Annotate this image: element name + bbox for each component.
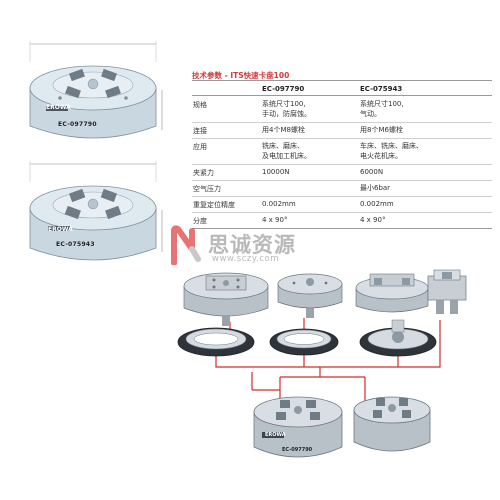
cell-col2: 系统尺寸100,气动。	[360, 100, 404, 118]
row-label: 重复定位精度	[193, 201, 235, 209]
cell-col2: 最小6bar	[360, 184, 391, 192]
adapter-block	[427, 269, 467, 314]
chuck-top-2	[277, 273, 343, 318]
watermark-logo-icon	[170, 225, 204, 265]
cell-col1: 4 x 90°	[262, 216, 288, 224]
cell-col1: 0.002mm	[262, 200, 296, 208]
product-collage	[170, 262, 495, 497]
chuck-bottom-1	[253, 396, 343, 458]
brand-label-top: EROWA	[46, 104, 71, 111]
ring-3	[359, 319, 437, 357]
watermark-url: www.sczy.com	[212, 254, 280, 264]
brand-label-bottom: EROWA	[48, 226, 73, 233]
spec-title: 技术参数 - ITS快速卡盘100	[192, 71, 290, 80]
watermark-text: 思诚资源	[208, 233, 296, 257]
table-rule	[192, 228, 492, 229]
product-code-bottom: EC-075943	[56, 241, 95, 248]
ring-2	[269, 328, 339, 356]
row-label: 分度	[193, 217, 207, 225]
table-rule	[192, 212, 492, 213]
row-label: 连接	[193, 127, 207, 135]
brand-label-photo: EROWA	[265, 432, 286, 438]
row-label: 应用	[193, 143, 207, 151]
table-rule	[192, 95, 492, 96]
row-label: 夹紧力	[193, 169, 214, 177]
cell-col2: 4 x 90°	[360, 216, 386, 224]
cell-col2: 0.002mm	[360, 200, 394, 208]
table-rule	[192, 122, 492, 123]
table-rule	[192, 138, 492, 139]
cell-col2: 用8个M6螺栓	[360, 126, 403, 134]
cell-col2: 车床、铣床、磨床、电火花机床。	[360, 142, 423, 160]
table-rule	[192, 80, 492, 81]
chuck-bottom-2	[353, 396, 431, 452]
chuck-pneumatic-illustration	[10, 152, 180, 272]
ring-1	[177, 327, 255, 357]
chuck-manual-illustration	[10, 38, 180, 153]
cell-col2: 6000N	[360, 168, 384, 176]
table-rule	[192, 164, 492, 165]
cell-col1: 铣床、磨床、及电加工机床。	[262, 142, 311, 160]
cell-col1: 10000N	[262, 168, 290, 176]
cell-col1: 系统尺寸100,手动，防腐蚀。	[262, 100, 311, 118]
column-header-2: EC-075943	[360, 85, 403, 93]
column-header-1: EC-097790	[262, 85, 305, 93]
cell-col1: 用4个M8螺栓	[262, 126, 305, 134]
table-rule	[192, 196, 492, 197]
row-label: 规格	[193, 101, 207, 109]
chuck-top-1	[183, 272, 269, 326]
chuck-top-3	[355, 273, 429, 313]
product-code-photo: EC-097790	[282, 447, 313, 453]
table-rule	[192, 180, 492, 181]
row-label: 空气压力	[193, 185, 221, 193]
product-code-top: EC-097790	[58, 121, 97, 128]
